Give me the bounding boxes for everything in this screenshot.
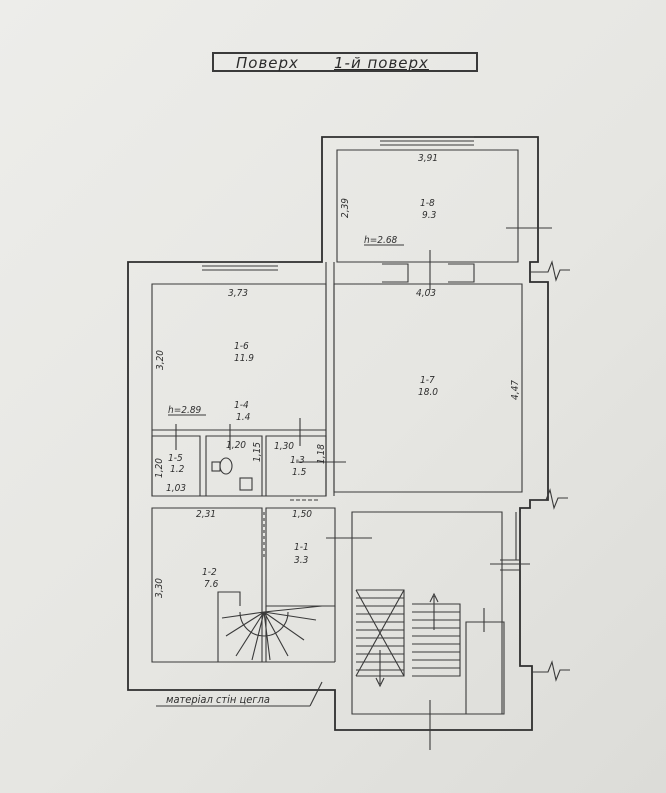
door-markers xyxy=(175,227,552,750)
dimension-label: 3,20 xyxy=(155,350,166,370)
dimension-label: 1,15 xyxy=(252,442,263,462)
room-area: 1.5 xyxy=(292,467,307,478)
room-id: 1-8 xyxy=(420,198,435,209)
dimension-label: 1,03 xyxy=(166,483,186,494)
room-id: 1-7 xyxy=(420,375,435,386)
break-lines xyxy=(530,260,570,682)
straight-stair xyxy=(355,589,505,715)
room-area: 7.6 xyxy=(204,579,219,590)
wall-material-note: матеріал стін цегла xyxy=(166,693,270,706)
dimension-label: 1,50 xyxy=(292,509,312,520)
toilet-icon xyxy=(211,457,253,491)
dimension-label: 1,20 xyxy=(154,458,165,478)
floor-title-value: 1-й поверх xyxy=(334,54,429,72)
room-id: 1-3 xyxy=(290,455,305,466)
floor-title-label: Поверх xyxy=(236,54,299,72)
room-id: 1-4 xyxy=(234,400,249,411)
room-area: 1.4 xyxy=(236,412,251,423)
room-id: 1-1 xyxy=(294,542,309,553)
room-id: 1-5 xyxy=(168,453,183,464)
dimension-label: 1,18 xyxy=(316,444,327,464)
floor-title-box: Поверх 1-й поверх xyxy=(212,52,478,72)
dimension-label: 4,47 xyxy=(510,380,521,400)
room-area: 9.3 xyxy=(422,210,437,221)
height-label: h=2.89 xyxy=(168,405,202,416)
dimension-label: 3,91 xyxy=(418,153,438,164)
room-area: 11.9 xyxy=(234,353,254,364)
dimension-label: 3,73 xyxy=(228,288,248,299)
spiral-stair xyxy=(217,591,323,662)
height-label: h=2.68 xyxy=(364,235,398,246)
dimension-label: 4,03 xyxy=(416,288,436,299)
dimension-label: 2,31 xyxy=(196,509,216,520)
room-id: 1-6 xyxy=(234,341,249,352)
dimension-label: 1,30 xyxy=(274,441,294,452)
dimension-label: 1,20 xyxy=(226,440,246,451)
wall-note-leader xyxy=(156,681,323,707)
outer-walls xyxy=(127,136,549,731)
room-id: 1-2 xyxy=(202,567,217,578)
room-area: 18.0 xyxy=(418,387,438,398)
dimension-label: 2,39 xyxy=(340,198,351,218)
room-area: 3.3 xyxy=(294,555,309,566)
dimension-labels: 3,91 2,39 h=2.68 3,73 4,03 3,20 4,47 h=2… xyxy=(154,153,521,598)
dimension-label: 3,30 xyxy=(154,578,165,598)
windows xyxy=(202,136,521,571)
room-labels: 1-8 9.3 1-6 11.9 1-7 18.0 1-4 1.4 1-5 1.… xyxy=(168,198,438,590)
room-area: 1.2 xyxy=(170,464,185,475)
